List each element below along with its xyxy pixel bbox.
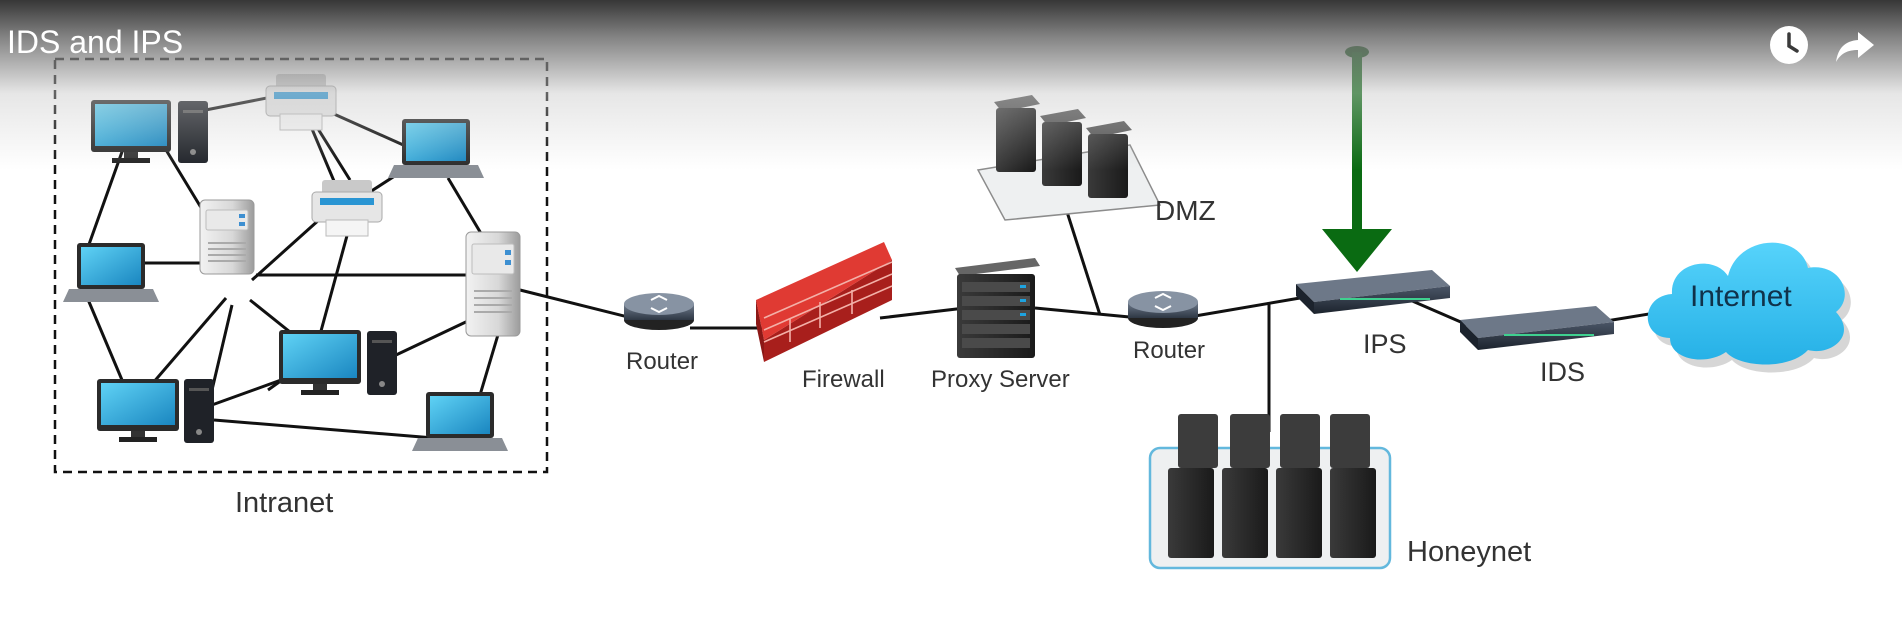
honeynet-label: Honeynet — [1407, 536, 1531, 568]
firewall-label: Firewall — [802, 366, 885, 393]
internet-label: Internet — [1690, 280, 1792, 313]
desktop-computer-3 — [97, 379, 214, 443]
video-title-bar — [0, 0, 1902, 170]
intranet-label: Intranet — [235, 487, 333, 519]
intranet-server-1 — [199, 199, 255, 275]
honeynet-server-group — [1148, 414, 1392, 570]
proxy-server-label: Proxy Server — [931, 366, 1070, 393]
router-right-label: Router — [1133, 337, 1205, 364]
clock-icon[interactable] — [1766, 22, 1812, 68]
ids-label: IDS — [1540, 357, 1585, 387]
router-left-icon — [624, 293, 694, 330]
desktop-computer-2 — [279, 330, 397, 395]
ips-label: IPS — [1363, 329, 1407, 359]
dmz-label: DMZ — [1155, 195, 1216, 226]
laptop-3 — [412, 392, 508, 451]
ids-switch-icon — [1460, 306, 1614, 350]
video-title: IDS and IPS — [7, 24, 184, 60]
intranet-server-2 — [465, 231, 521, 337]
firewall-icon — [756, 242, 893, 362]
share-arrow-icon[interactable] — [1832, 22, 1878, 68]
router-left-label: Router — [626, 348, 698, 375]
laptop-2 — [63, 243, 159, 302]
internet-cloud-icon — [1647, 242, 1851, 373]
proxy-server-icon — [955, 258, 1040, 358]
router-right-icon — [1128, 291, 1198, 328]
ips-switch-icon — [1296, 270, 1450, 314]
printer-2 — [311, 180, 383, 237]
